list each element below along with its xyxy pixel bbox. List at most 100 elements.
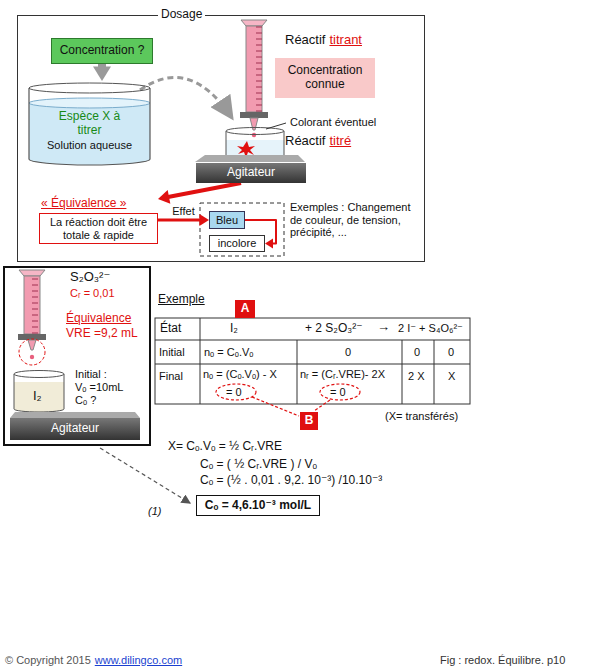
table-rule: [434, 340, 435, 404]
label-text: 0: [345, 346, 351, 359]
frame-title: Dosage: [158, 8, 205, 22]
node-text: Concentration connue: [275, 64, 375, 92]
highlight: [216, 384, 360, 416]
label-text: Exemples : Changement de couleur, de ten…: [290, 201, 418, 239]
label-text: nᵣ = (Cᵣ.VRE)- 2X: [300, 368, 385, 381]
arrow-head: [199, 214, 209, 226]
label-text: Équivalence: [66, 312, 131, 326]
highlight-ellipse: [216, 384, 256, 400]
condition-text: La réaction doit être totale & rapide: [39, 213, 158, 244]
edge-label: Effet: [170, 205, 196, 218]
label-text: X= Cₒ.Vₒ = ½ Cᵣ.VRE: [168, 440, 282, 454]
label-text: 0: [414, 346, 420, 359]
label-text: 0: [448, 346, 454, 359]
burette: [18, 270, 46, 365]
info-box: Concentration connue: [275, 58, 375, 98]
label-text: S₂O₃²⁻: [70, 270, 110, 285]
table-rule: [200, 318, 201, 404]
burette-tube: [246, 26, 262, 112]
burette-funnel: [19, 270, 45, 276]
water: [29, 103, 150, 165]
question-box: Concentration ?: [51, 38, 153, 64]
table-border: [155, 318, 470, 404]
label-text: Colorant éventuel: [290, 116, 376, 129]
label-text: Initial :: [75, 368, 107, 381]
node-text: Agitateur: [51, 422, 99, 436]
label-text: 2 I⁻ + S₄O₆²⁻: [398, 322, 463, 335]
node-text: A: [241, 302, 250, 316]
label-text: (1): [148, 505, 161, 518]
beaker-rim: [14, 371, 64, 378]
label-text: →: [377, 320, 390, 335]
transfer-arrow: [140, 78, 232, 119]
label-text: nₒ = Cₒ.Vₒ: [204, 346, 253, 359]
beaker: Espèce X à titrerSolution aqueuse: [26, 81, 153, 167]
beaker-wall: [226, 131, 284, 158]
burette-tip: [28, 340, 36, 350]
color-box: incolore: [209, 235, 265, 252]
arrow-head: [93, 67, 111, 81]
node-text: Cₒ = 4,6.10⁻³ mol/L: [205, 499, 311, 513]
table-rule: [297, 340, 298, 404]
table-rule: [155, 340, 470, 341]
label-text: Cₒ = (½ . 0,01 . 9,2. 10⁻³) /10.10⁻³: [200, 474, 382, 488]
table-rule: [155, 364, 470, 365]
species-text: Espèce X à titrer: [52, 110, 127, 138]
leader-line: [266, 123, 286, 129]
color-box: Bleu: [209, 211, 245, 229]
node-text: Concentration ?: [60, 44, 145, 58]
highlight-link: [314, 400, 330, 411]
callout-box: B: [300, 412, 318, 430]
liquid: [14, 382, 64, 412]
label-text: VRE =9,2 mL: [66, 327, 138, 341]
label-text: titré: [329, 134, 351, 149]
burette-tip: [250, 118, 258, 130]
label-text: = 0: [226, 386, 242, 399]
stirrer-box: Agitateur: [196, 163, 306, 183]
node-text: Bleu: [216, 214, 238, 227]
burette-funnel: [241, 20, 267, 26]
stirrer-top: [195, 155, 305, 162]
reference-arrow: [100, 448, 190, 503]
connector-line: [158, 219, 200, 222]
label-text: + 2 S₂O₃²⁻: [305, 322, 363, 336]
node-text: Agitateur: [227, 166, 275, 180]
arrow-head: [158, 190, 170, 204]
effect-frame: [200, 203, 284, 256]
drop: [30, 355, 34, 359]
beaker-rim: [29, 83, 150, 93]
callout-box: A: [235, 300, 255, 318]
label-text: Fig : redox. Équilibre. p10: [440, 654, 565, 667]
label-text: Vₒ =10mL: [75, 381, 124, 394]
label-text: Cₒ ?: [75, 394, 96, 407]
burette-ticks: [246, 26, 262, 112]
label-text: titrant: [329, 33, 362, 48]
reaction-table: [155, 318, 470, 404]
node-text: B: [305, 414, 314, 428]
highlight-ellipse: [320, 384, 360, 400]
equivalence-heading: « Équivalence »: [41, 197, 126, 211]
connector: [93, 64, 111, 81]
drop: [252, 133, 256, 137]
example-frame: [4, 267, 150, 445]
label-text: Final: [159, 370, 183, 383]
connector: [158, 183, 241, 204]
label-text: = 0: [330, 386, 346, 399]
stirrer-box: Agitateur: [10, 418, 140, 440]
solution-text: Solution aqueuse: [26, 139, 153, 152]
beaker-wall: [14, 374, 64, 412]
small-beaker: [226, 128, 284, 159]
label-text: État: [160, 322, 181, 336]
equivalence-box: « Équivalence » La réaction doit être tot…: [39, 197, 158, 244]
burette-ticks: [24, 276, 40, 334]
small-beaker: [14, 371, 64, 413]
label-text: (X= transférés): [385, 410, 458, 423]
beaker-rim: [226, 128, 284, 135]
label-text: Réactif: [285, 134, 325, 149]
water-surface: [29, 98, 150, 108]
node-text: incolore: [218, 237, 257, 250]
stopcock: [240, 112, 268, 118]
connector-line: [168, 183, 241, 197]
equivalence-circle: [19, 339, 45, 365]
label-text: nₒ = (Cₒ.Vₒ) - X: [203, 368, 277, 381]
